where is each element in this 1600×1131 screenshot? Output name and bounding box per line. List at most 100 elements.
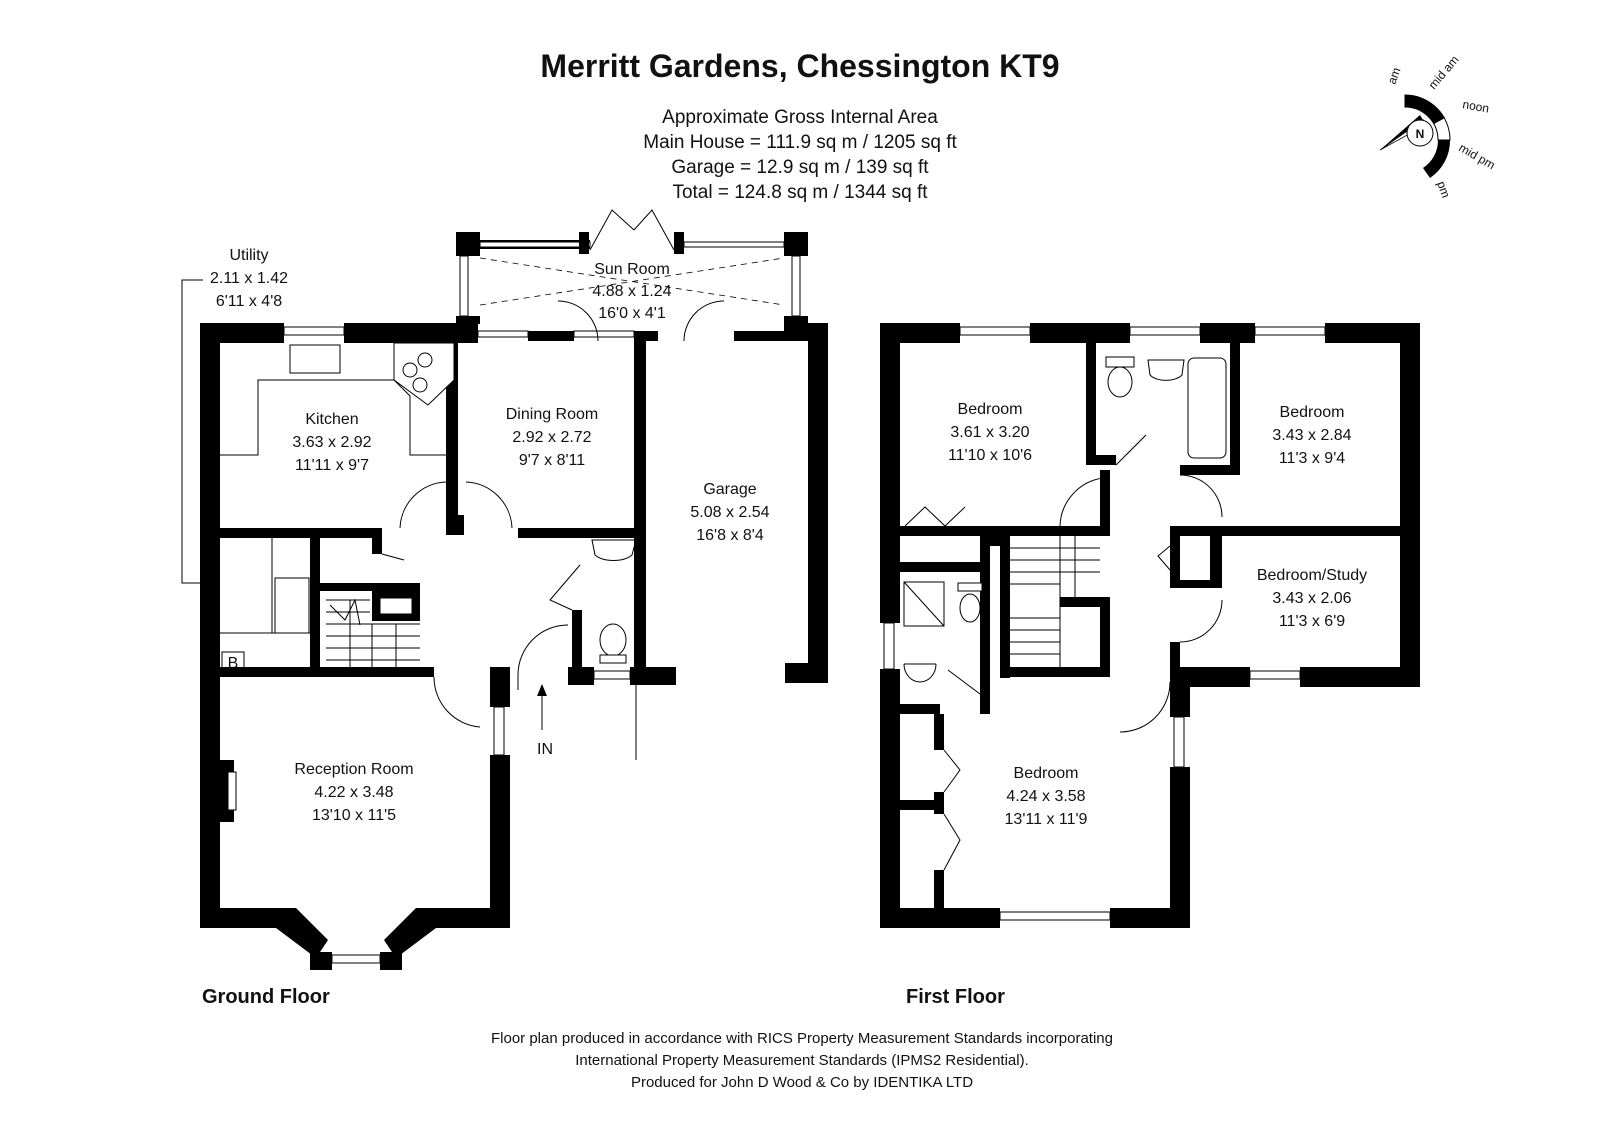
wall [490, 667, 510, 707]
dining-window [477, 330, 529, 338]
cupboard [379, 597, 413, 615]
footer-line-3: Produced for John D Wood & Co by IDENTIK… [631, 1074, 973, 1091]
wall [1100, 597, 1110, 677]
wall [572, 610, 582, 677]
wall [518, 528, 646, 538]
room-metric: 3.43 x 2.06 [1272, 590, 1351, 607]
wall [380, 952, 402, 970]
wall [980, 536, 990, 704]
wall [674, 232, 684, 254]
room-metric: 4.22 x 3.48 [314, 784, 393, 801]
compass-rose: N am mid am noon mid pm pm [1379, 53, 1498, 200]
reception-window [493, 706, 505, 756]
room-name: Garage [703, 481, 756, 498]
room-imperial: 11'3 x 6'9 [1279, 613, 1345, 630]
sun-arc-shade-2 [1423, 140, 1451, 178]
room-imperial: 16'8 x 8'4 [696, 527, 764, 544]
room-imperial: 16'0 x 4'1 [598, 305, 666, 322]
glazed-roof-line [479, 257, 785, 306]
room-name: Utility [229, 247, 268, 264]
wall [320, 583, 420, 591]
room-imperial: 13'11 x 11'9 [1005, 811, 1088, 828]
wall [200, 908, 284, 928]
room-metric: 3.61 x 3.20 [950, 424, 1029, 441]
bathtub-icon [1187, 357, 1227, 459]
cooker-hob-icon [393, 342, 455, 406]
wardrobe-door [943, 813, 961, 871]
compass-label-mid-am: mid am [1426, 53, 1462, 92]
wall [454, 323, 478, 343]
wall [880, 908, 1000, 928]
ground-floor-label: Ground Floor [202, 986, 330, 1008]
ensuite-window [883, 622, 895, 670]
wall [1230, 343, 1240, 473]
wall [310, 538, 320, 676]
wall [1170, 767, 1190, 928]
compass-label-noon: noon [1461, 97, 1490, 115]
kitchen-sink-icon [289, 344, 341, 374]
room-label-sun-room: Sun Room 4.88 x 1.24 16'0 x 4'1 [592, 261, 671, 322]
wall [934, 870, 944, 908]
wall [1000, 536, 1010, 678]
first-floor-plan [880, 323, 1420, 928]
room-label-bedroom-study: Bedroom/Study 3.43 x 2.06 11'3 x 6'9 [1257, 567, 1367, 630]
shower-room-door [947, 669, 981, 695]
fireplace-hearth [227, 771, 237, 811]
wall [200, 323, 284, 343]
wall [784, 232, 808, 256]
wall [268, 528, 372, 538]
wall [900, 526, 980, 536]
wall [1170, 642, 1180, 672]
room-label-dining-room: Dining Room 2.92 x 2.72 9'7 x 8'11 [506, 406, 598, 469]
kitchen-door-swing [399, 481, 447, 529]
wall [1170, 667, 1190, 717]
wall [880, 323, 900, 623]
room-imperial: 13'10 x 11'5 [312, 807, 396, 824]
wall [344, 323, 454, 343]
kitchen-window [283, 326, 345, 336]
wall [900, 800, 940, 810]
area-main-house: Main House = 111.9 sq m / 1205 sq ft [643, 132, 957, 153]
wall [1030, 323, 1130, 343]
sun-arc-shade [1405, 94, 1445, 124]
dining-window [573, 330, 635, 338]
wall [568, 667, 594, 685]
bathroom-basin-icon [1147, 359, 1185, 381]
room-metric: 3.63 x 2.92 [292, 434, 371, 451]
room-label-kitchen: Kitchen 3.63 x 2.92 11'11 x 9'7 [292, 411, 371, 474]
room-imperial: 11'3 x 9'4 [1279, 450, 1345, 467]
wall [980, 694, 990, 714]
wall [1170, 526, 1180, 586]
wall [1110, 908, 1190, 928]
hob-ring-icon [412, 377, 428, 393]
wall [1086, 343, 1096, 463]
wall [934, 714, 944, 750]
wall [1210, 536, 1222, 586]
wall [446, 515, 464, 535]
wall [1100, 470, 1110, 536]
bedroom-window [999, 911, 1111, 921]
glazed-roof-line [479, 257, 785, 306]
wall [1180, 465, 1240, 475]
compass-label-am: am [1385, 66, 1404, 86]
wall [630, 667, 676, 685]
toilet-cistern-icon [1105, 356, 1135, 368]
room-label-reception-room: Reception Room 4.22 x 3.48 13'10 x 11'5 [294, 761, 413, 824]
room-label-utility: Utility 2.11 x 1.42 6'11 x 4'8 [210, 247, 288, 310]
first-floor-label: First Floor [906, 986, 1005, 1008]
area-heading: Approximate Gross Internal Area [662, 107, 938, 128]
sunroom-door-swing [557, 300, 599, 342]
room-imperial: 9'7 x 8'11 [519, 452, 585, 469]
wall [528, 331, 574, 341]
room-name: Bedroom/Study [1257, 567, 1367, 584]
wall [420, 908, 510, 928]
wc-door [549, 564, 581, 611]
room-label-bedroom-main: Bedroom 4.24 x 3.58 13'11 x 11'9 [1005, 765, 1088, 828]
sunroom-window [791, 255, 801, 317]
hob-ring-icon [402, 362, 418, 378]
compass-label-mid-pm: mid pm [1457, 140, 1498, 172]
room-name: Kitchen [305, 411, 358, 428]
wall [784, 316, 808, 324]
entrance-label: IN [537, 741, 553, 758]
wall [372, 528, 382, 554]
